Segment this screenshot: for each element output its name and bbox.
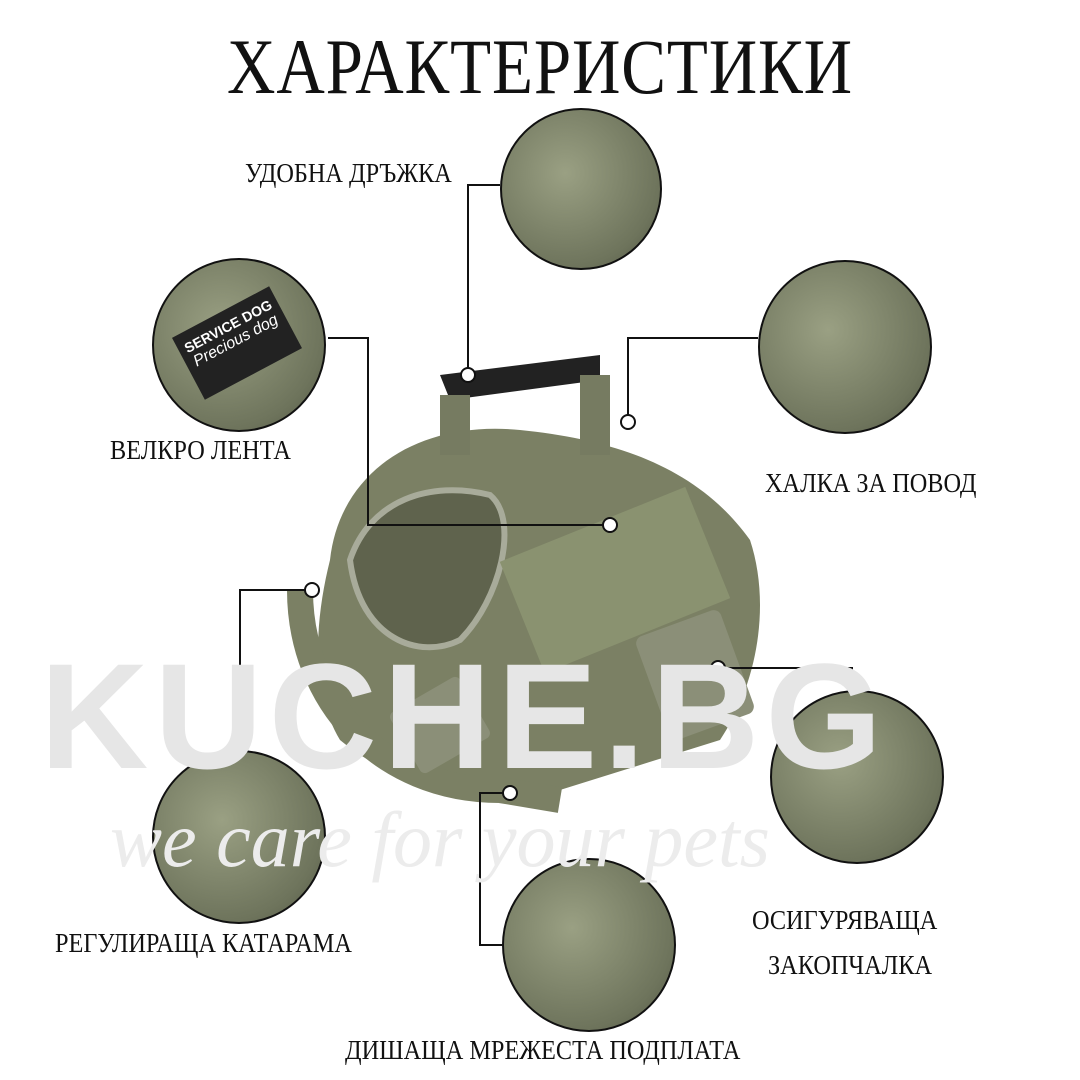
- handle-photo: [500, 108, 662, 270]
- harness-image: [287, 355, 760, 813]
- label-safety-clasp-1: ОСИГУРЯВАЩА: [752, 905, 938, 935]
- page-title: ХАРАКТЕРИСТИКИ: [227, 23, 853, 110]
- label-mesh-padding: ДИШАЩА МРЕЖЕСТА ПОДПЛАТА: [345, 1035, 741, 1065]
- mesh-padding-photo: [502, 858, 676, 1032]
- label-adjustable-buckle: РЕГУЛИРАЩА КАТАРАМА: [55, 928, 352, 958]
- safety-clasp-photo: [770, 690, 944, 864]
- label-safety-clasp-2: ЗАКОПЧАЛКА: [768, 950, 933, 980]
- velcro-patch-photo: SERVICE DOG Precious dog: [152, 258, 326, 432]
- adjustable-buckle-photo: [152, 750, 326, 924]
- label-handle: УДОБНА ДРЪЖКА: [245, 158, 452, 188]
- leash-ring-photo: [758, 260, 932, 434]
- label-leash-ring: ХАЛКА ЗА ПОВОД: [765, 468, 977, 498]
- label-velcro: ВЕЛКРО ЛЕНТА: [110, 435, 291, 465]
